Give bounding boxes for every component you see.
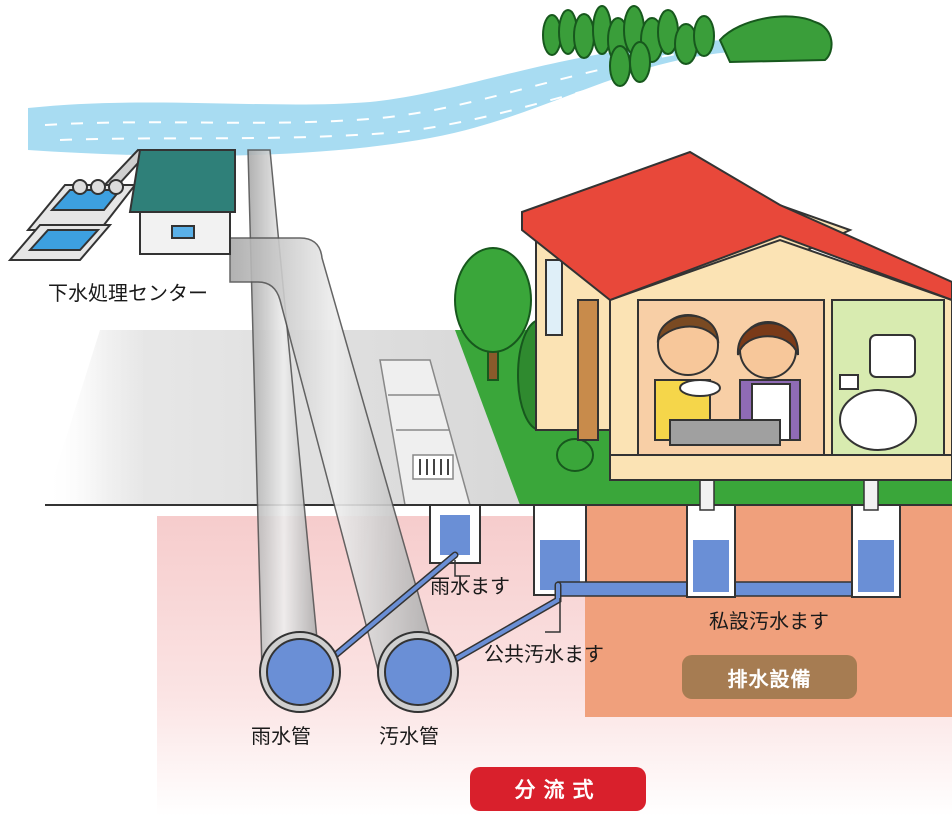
rain-inlet-label: 雨水ます [430, 574, 510, 598]
storm-pipe-end [259, 631, 341, 713]
drain-connections-fill [318, 553, 560, 670]
sewage-pipe-end [377, 631, 459, 713]
leader-lines [454, 560, 561, 633]
treatment-center-label: 下水処理センター [48, 281, 208, 305]
drainage-facility-badge: 排水設備 [682, 655, 857, 699]
curb-gutter [379, 359, 471, 506]
storm-pipe-label: 雨水管 [251, 724, 311, 748]
private-sewage-inlets [557, 479, 901, 598]
river [28, 40, 730, 156]
system-type-badge: 分流式 [470, 767, 646, 811]
private-sewage-inlet-label: 私設汚水ます [709, 609, 829, 633]
public-sewage-inlet-label: 公共汚水ます [484, 642, 604, 666]
people [654, 314, 801, 446]
sewage-pipe-label: 汚水管 [379, 724, 439, 748]
forest [542, 5, 833, 87]
treatment-center [7, 148, 236, 261]
toilet-icon [839, 334, 917, 451]
